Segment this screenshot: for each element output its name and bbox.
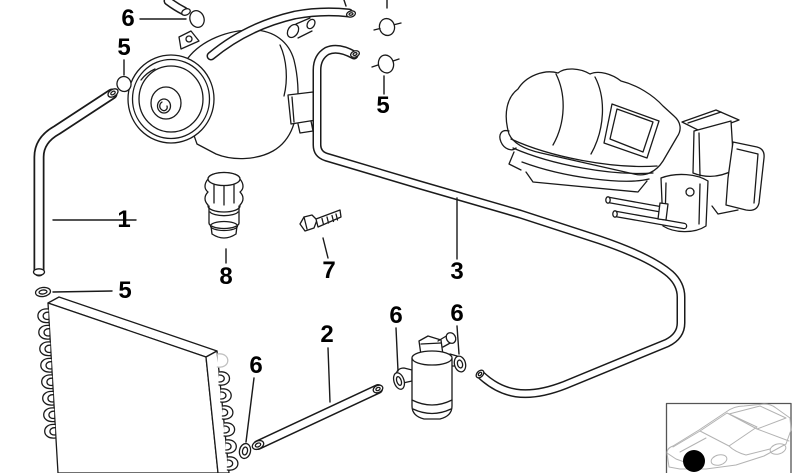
service-valve-cap bbox=[204, 171, 244, 239]
condenser-tube-bends-left bbox=[37, 308, 56, 439]
ac-compressor bbox=[127, 7, 357, 160]
o-ring bbox=[373, 17, 402, 37]
o-ring bbox=[34, 286, 52, 298]
o-ring bbox=[116, 75, 132, 93]
o-ring bbox=[371, 54, 400, 74]
part-callout-3: 3 bbox=[450, 258, 464, 285]
condenser-tube-bends-right bbox=[216, 353, 239, 471]
part-callout-7: 7 bbox=[322, 257, 336, 284]
part-callout-8: 8 bbox=[219, 263, 233, 290]
part-callout-5-upper-left: 5 bbox=[117, 34, 131, 61]
engine-assembly bbox=[499, 68, 765, 233]
part-callout-6-condenser-out: 6 bbox=[249, 352, 263, 379]
o-ring bbox=[238, 442, 252, 460]
part-callout-6-top-left: 6 bbox=[121, 5, 135, 32]
o-ring bbox=[392, 372, 406, 390]
compressor-hose bbox=[206, 7, 357, 61]
o-ring bbox=[453, 355, 467, 373]
part-callout-6-drier-right: 6 bbox=[450, 300, 464, 327]
refrigerant-pipe-2 bbox=[251, 384, 384, 451]
o-ring bbox=[189, 10, 205, 28]
part-callout-2: 2 bbox=[320, 321, 334, 348]
part-callout-5-top-center: 5 bbox=[376, 92, 390, 119]
car-location-thumbnail bbox=[665, 402, 792, 473]
part-callout-1: 1 bbox=[117, 206, 131, 233]
location-dot bbox=[683, 450, 705, 472]
condenser bbox=[37, 296, 239, 473]
car-sketch bbox=[666, 403, 792, 470]
part-callout-6-drier-left: 6 bbox=[389, 302, 403, 329]
hose-fragment bbox=[163, 0, 191, 16]
o-rings bbox=[34, 10, 467, 460]
callout-leader-lines bbox=[52, 0, 460, 443]
compressor-pulley bbox=[127, 54, 215, 144]
mounting-bolt bbox=[299, 209, 342, 232]
part-callout-5-condenser: 5 bbox=[118, 277, 132, 304]
receiver-drier bbox=[395, 332, 458, 420]
refrigerant-pipe-3 bbox=[312, 44, 686, 399]
refrigerant-pipe-1 bbox=[32, 88, 119, 277]
